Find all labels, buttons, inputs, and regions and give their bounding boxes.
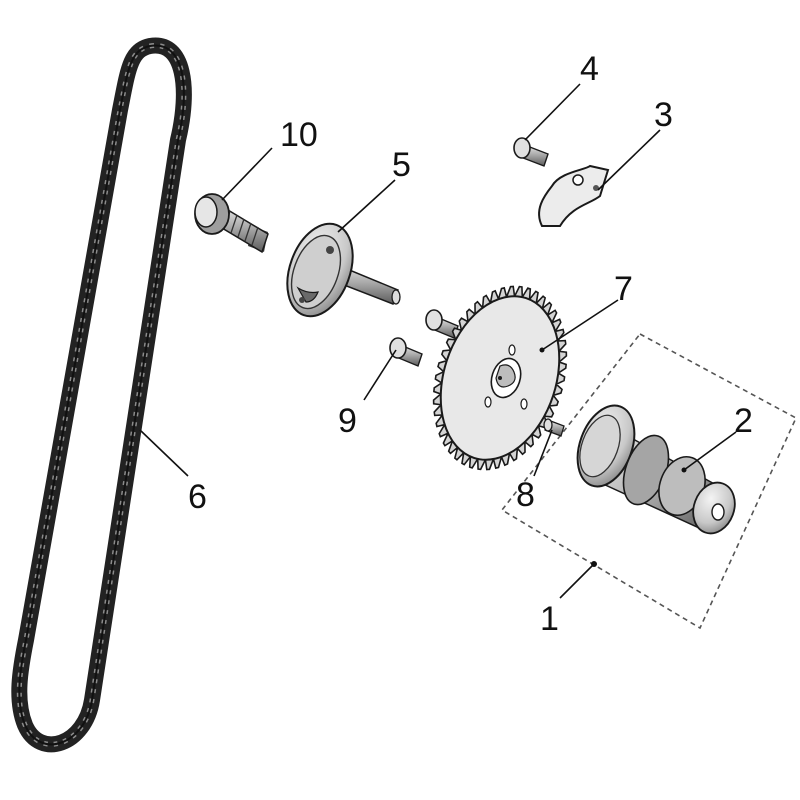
callout-1: 1 (540, 600, 559, 638)
flange-bolt-icon (194, 193, 269, 254)
shaft-holder-icon (286, 222, 401, 318)
small-bolt-upper-icon (425, 309, 459, 339)
callout-7: 7 (614, 270, 633, 308)
callout-5: 5 (392, 146, 411, 184)
assembly-outline (500, 332, 798, 630)
leader-10 (221, 147, 273, 201)
callout-2: 2 (734, 402, 753, 440)
leader-4 (524, 83, 581, 141)
leader-9 (363, 349, 397, 401)
callout-4: 4 (580, 50, 599, 88)
leader-3 (597, 129, 661, 191)
leader-1-dot (591, 561, 597, 567)
small-bolt-lower-icon (389, 337, 423, 367)
callout-3: 3 (654, 96, 673, 134)
dowel-pin-icon (543, 418, 565, 437)
callout-labels: 10 5 4 3 7 9 6 2 8 1 (188, 50, 753, 638)
callout-8: 8 (516, 476, 535, 514)
leader-7 (541, 299, 619, 351)
plate-icon (538, 164, 610, 227)
camshaft-icon (576, 404, 736, 535)
callout-9: 9 (338, 402, 357, 440)
leader-7-dot (539, 347, 545, 353)
leader-8 (533, 429, 553, 477)
cam-sprocket-icon (432, 285, 568, 471)
leader-2 (683, 431, 737, 471)
plate-bolt-icon (513, 137, 549, 167)
cam-chain-icon (11, 37, 192, 753)
callout-10: 10 (280, 116, 318, 154)
leader-1 (559, 563, 595, 599)
leader-lines (139, 83, 737, 599)
leader-5 (337, 179, 396, 233)
leader-6 (139, 429, 189, 477)
callout-6: 6 (188, 478, 207, 516)
leader-2-dot (681, 467, 687, 473)
